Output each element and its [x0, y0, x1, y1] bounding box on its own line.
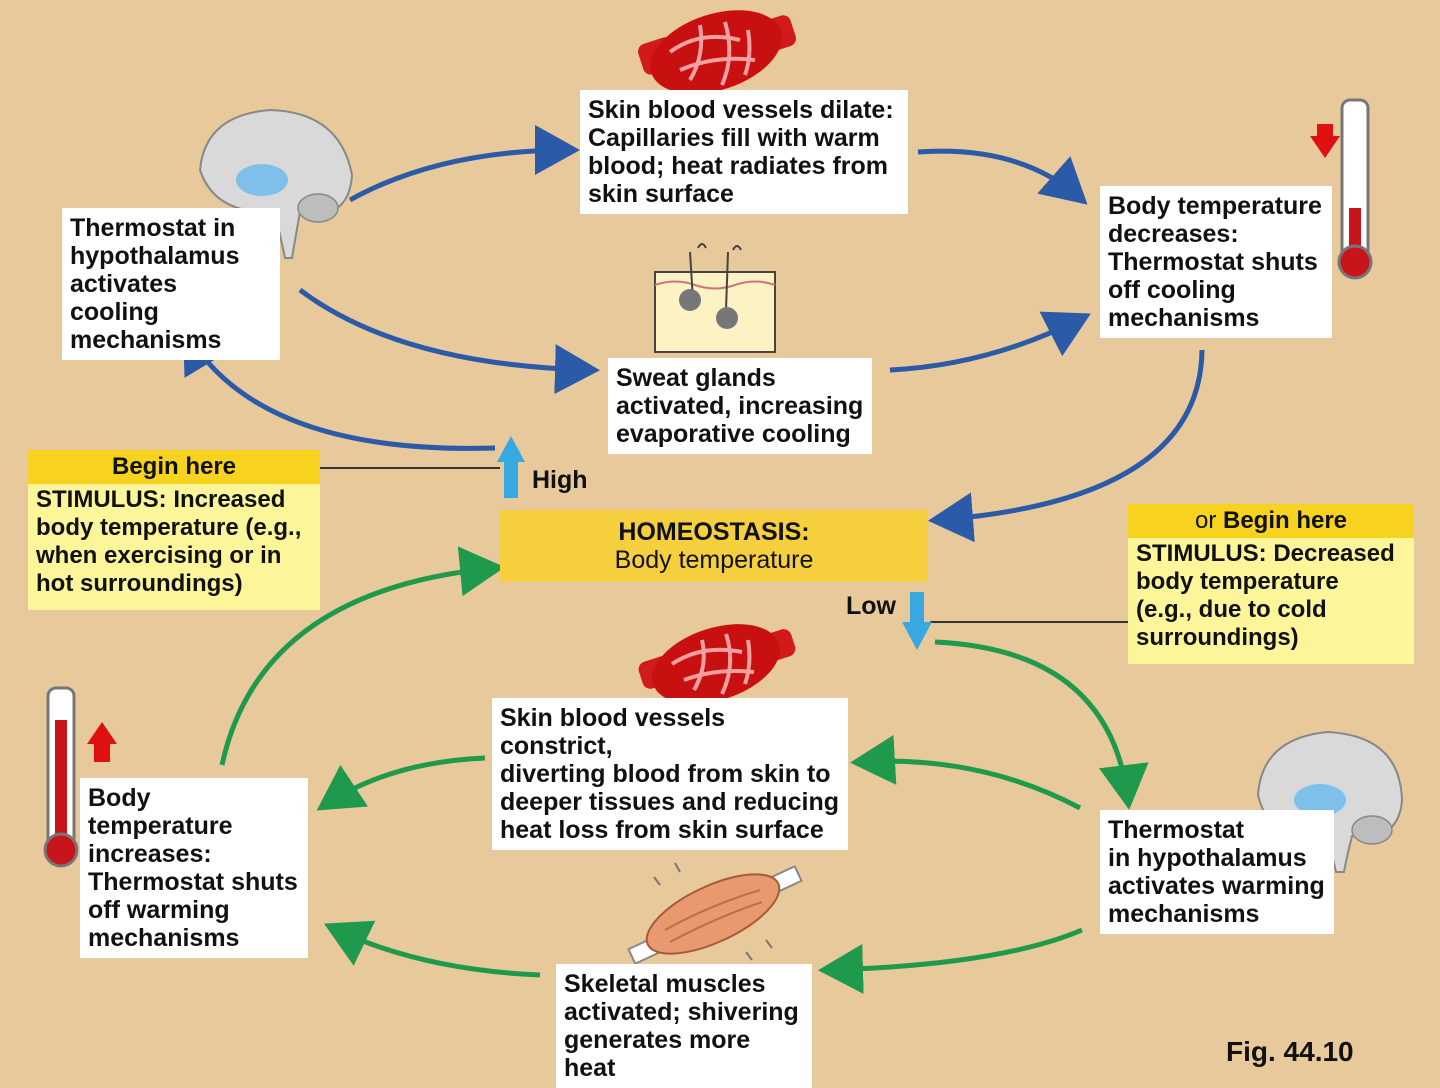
- arrow-vessels-dilate-to-result: [917, 148, 1088, 205]
- figure-label: Fig. 44.10: [1226, 1036, 1354, 1067]
- vessels-dilate-text: Skin blood vessels dilate: Capillaries f…: [588, 96, 894, 208]
- warming-result-box: Body temperature increases: Thermostat s…: [80, 778, 308, 958]
- homeostasis-subtitle: Body temperature: [614, 546, 814, 574]
- arrow-thermostat-to-vessels-constrict: [850, 735, 1082, 811]
- stimulus-high-box: Begin here STIMULUS: Increased body temp…: [28, 450, 320, 610]
- homeostasis-box: HOMEOSTASIS: Body temperature: [500, 510, 928, 582]
- arrow-low-to-thermostat-warming: [934, 639, 1149, 810]
- arrow-thermostat-to-sweat: [298, 287, 600, 395]
- sweat-glands-box: Sweat glands activated, increasing evapo…: [608, 358, 872, 454]
- or-prefix: or: [1194, 507, 1223, 534]
- warming-thermostat-text: Thermostat in hypothalamus activates war…: [1108, 816, 1325, 928]
- homeostasis-title: HOMEOSTASIS:: [618, 518, 810, 546]
- begin-here-label: Begin here: [1222, 507, 1348, 534]
- high-label: High: [532, 466, 588, 494]
- arrow-result-to-homeostasis-warming: [219, 546, 505, 766]
- begin-here-header: or Begin here: [1128, 504, 1414, 538]
- warming-result-text: Body temperature increases: Thermostat s…: [88, 784, 298, 952]
- cooling-thermostat-text: Thermostat in hypothalamus activates coo…: [70, 214, 240, 354]
- arrow-thermostat-to-vessels-dilate: [348, 125, 580, 203]
- vessels-constrict-text: Skin blood vessels constrict, diverting …: [500, 704, 839, 844]
- high-arrow-icon: [497, 436, 525, 498]
- skeletal-muscles-box: Skeletal muscles activated; shivering ge…: [556, 964, 812, 1088]
- cooling-result-box: Body temperature decreases: Thermostat s…: [1100, 186, 1332, 338]
- skeletal-muscles-text: Skeletal muscles activated; shivering ge…: [564, 970, 799, 1082]
- blood-vessel-icon: [638, 624, 796, 704]
- sweat-glands-text: Sweat glands activated, increasing evapo…: [616, 364, 864, 448]
- brain-icon: [1256, 730, 1404, 873]
- begin-here-header: Begin here: [28, 450, 320, 484]
- arrow-vessels-constrict-to-result: [316, 755, 486, 811]
- stimulus-low-text: STIMULUS: Decreased body temperature (e.…: [1136, 540, 1395, 651]
- cooling-result-text: Body temperature decreases: Thermostat s…: [1108, 192, 1322, 332]
- skin-sweat-gland-icon: [654, 243, 776, 353]
- arrow-muscles-to-result: [323, 920, 541, 978]
- up-arrow-icon: [87, 722, 117, 744]
- stimulus-high-text: STIMULUS: Increased body temperature (e.…: [36, 486, 302, 597]
- low-arrow-icon: [902, 592, 932, 650]
- vessels-constrict-box: Skin blood vessels constrict, diverting …: [492, 698, 848, 850]
- thermometer-icon: [1310, 98, 1373, 280]
- blood-vessel-icon: [638, 10, 796, 94]
- skeletal-muscle-icon: [627, 862, 803, 966]
- arrow-thermostat-to-muscles: [818, 927, 1083, 994]
- brain-icon: [198, 108, 354, 259]
- low-label: Low: [846, 592, 896, 620]
- thermometer-icon: [43, 686, 117, 868]
- stimulus-low-box: or Begin here STIMULUS: Decreased body t…: [1128, 504, 1414, 664]
- cooling-thermostat-box: Thermostat in hypothalamus activates coo…: [62, 208, 280, 360]
- arrow-high-to-thermostat: [182, 326, 496, 451]
- down-arrow-icon: [1310, 136, 1340, 158]
- warming-thermostat-box: Thermostat in hypothalamus activates war…: [1100, 810, 1334, 934]
- arrow-sweat-to-result: [889, 311, 1091, 373]
- vessels-dilate-box: Skin blood vessels dilate: Capillaries f…: [580, 90, 908, 214]
- arrow-result-to-homeostasis: [928, 349, 1205, 543]
